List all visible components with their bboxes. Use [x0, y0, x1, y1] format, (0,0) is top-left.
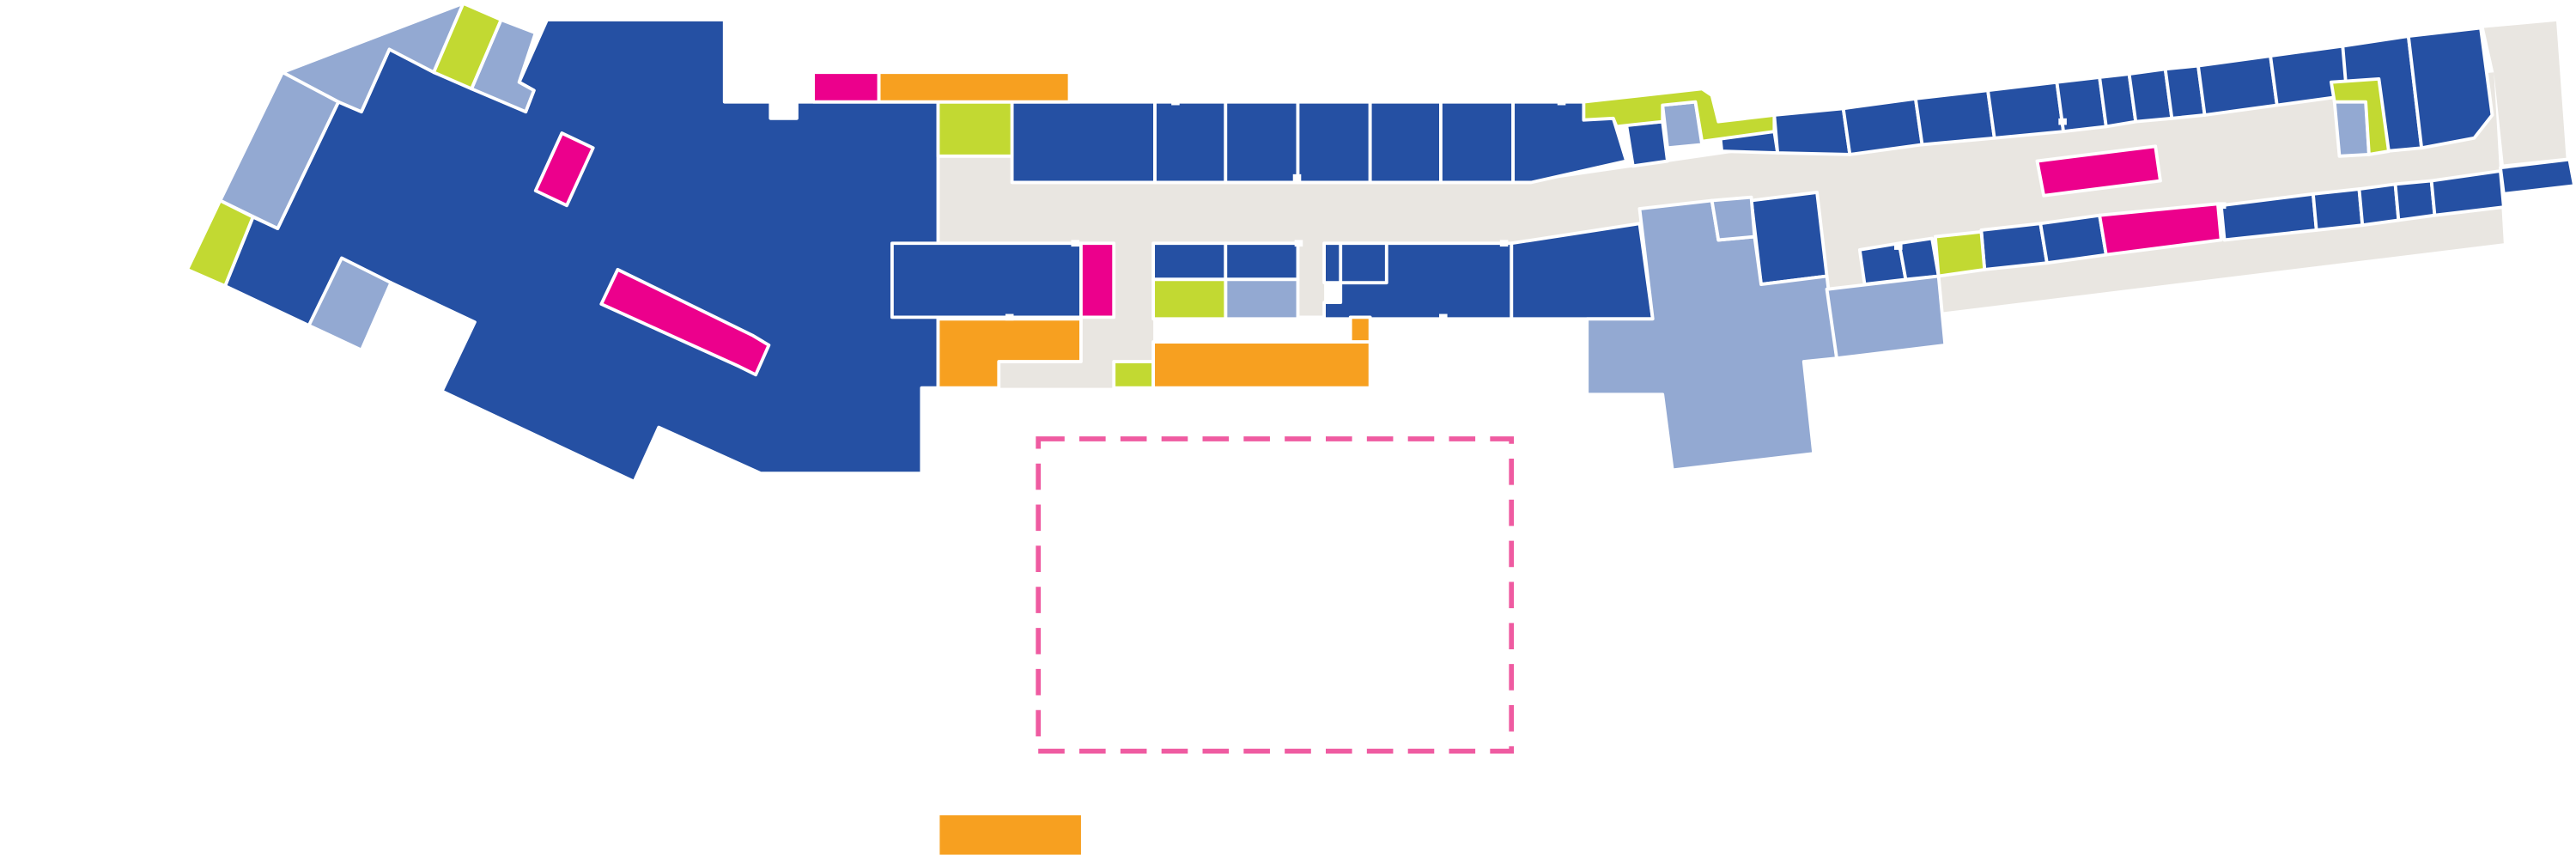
magenta-unit-e-2[interactable]: [2098, 202, 2223, 257]
magenta-unit-e-1[interactable]: [2035, 144, 2162, 198]
entrance-marker: [1439, 313, 1448, 321]
unit-s-6[interactable]: [1825, 274, 1947, 361]
store-se-4[interactable]: [2393, 179, 2437, 222]
orange-unit-detached[interactable]: [936, 812, 1084, 858]
corridor-east-end: [2483, 21, 2567, 165]
store-n-5[interactable]: [1368, 100, 1443, 185]
orange-unit-se[interactable]: [1151, 340, 1372, 390]
store-se-2[interactable]: [2311, 187, 2365, 232]
magenta-unit-kiosk-2[interactable]: [599, 267, 771, 377]
green-units: [185, 1, 2391, 390]
unit-ne-14[interactable]: [2332, 96, 2371, 158]
green-unit-c[interactable]: [1151, 277, 1228, 321]
store-se-3[interactable]: [2357, 182, 2401, 228]
entrance-marker: [1893, 243, 1903, 250]
orange-unit-sw[interactable]: [936, 317, 1083, 390]
store-n-2[interactable]: [1153, 100, 1228, 185]
dashed-zone-outline: [1036, 436, 1515, 754]
store-n-1[interactable]: [1010, 100, 1157, 185]
store-ne-4[interactable]: [1913, 88, 1996, 147]
store-se-6[interactable]: [2499, 157, 2576, 196]
entrance-marker: [1499, 240, 1509, 247]
store-ne-3[interactable]: [1841, 96, 1924, 156]
green-unit-ne[interactable]: [2330, 76, 2391, 156]
store-ne-10[interactable]: [2196, 54, 2279, 117]
entrance-marker: [1557, 98, 1566, 106]
unit-c-1[interactable]: [1224, 277, 1300, 321]
store-s-1[interactable]: [1979, 222, 2049, 271]
entrance-marker: [1292, 173, 1302, 181]
entrance-marker: [1071, 240, 1080, 247]
unit-nw-3[interactable]: [218, 70, 341, 230]
store-n-8[interactable]: [1625, 119, 1669, 168]
store-c-4[interactable]: [1151, 241, 1228, 282]
entrance-marker: [1005, 313, 1014, 321]
store-ne-13[interactable]: [2406, 26, 2494, 150]
store-se-5[interactable]: [2429, 169, 2506, 217]
orange-unit-kiosk[interactable]: [1348, 315, 1372, 344]
green-unit-s[interactable]: [1112, 360, 1156, 390]
store-s-4[interactable]: [1897, 236, 1941, 282]
entrance-marker: [2058, 118, 2067, 125]
store-n-3[interactable]: [1224, 100, 1300, 185]
store-n-6[interactable]: [1439, 100, 1516, 185]
green-unit-nw[interactable]: [432, 1, 503, 91]
unit-s-7[interactable]: [1710, 195, 1757, 242]
store-s-2[interactable]: [2038, 213, 2108, 265]
entrance-marker: [2217, 202, 2227, 210]
store-c-5[interactable]: [1224, 241, 1300, 282]
store-c-3[interactable]: [1339, 241, 1388, 285]
store-n-4[interactable]: [1296, 100, 1372, 185]
magenta-unit-c[interactable]: [1079, 241, 1116, 319]
orange-unit-n[interactable]: [877, 70, 1072, 104]
green-unit-w[interactable]: [185, 198, 255, 288]
store-s-5[interactable]: [1749, 190, 1829, 286]
entrance-markers: [1005, 98, 2227, 321]
magenta-unit-kiosk-1[interactable]: [533, 131, 595, 208]
green-unit-n[interactable]: [936, 100, 1014, 158]
entrance-marker: [1294, 240, 1303, 247]
entrance-marker: [1171, 98, 1180, 106]
magenta-unit-n[interactable]: [811, 70, 881, 104]
store-ne-5[interactable]: [1986, 80, 2065, 140]
green-unit-e[interactable]: [1582, 87, 1777, 143]
minor-stores: [218, 1, 2371, 472]
green-unit-s[interactable]: [1933, 229, 1987, 278]
store-ne-2[interactable]: [1772, 106, 1852, 156]
store-c-6[interactable]: [890, 241, 1083, 319]
unit-sw-1[interactable]: [307, 256, 393, 352]
corridor-link: [1294, 243, 1325, 316]
orange-units: [877, 70, 1372, 858]
